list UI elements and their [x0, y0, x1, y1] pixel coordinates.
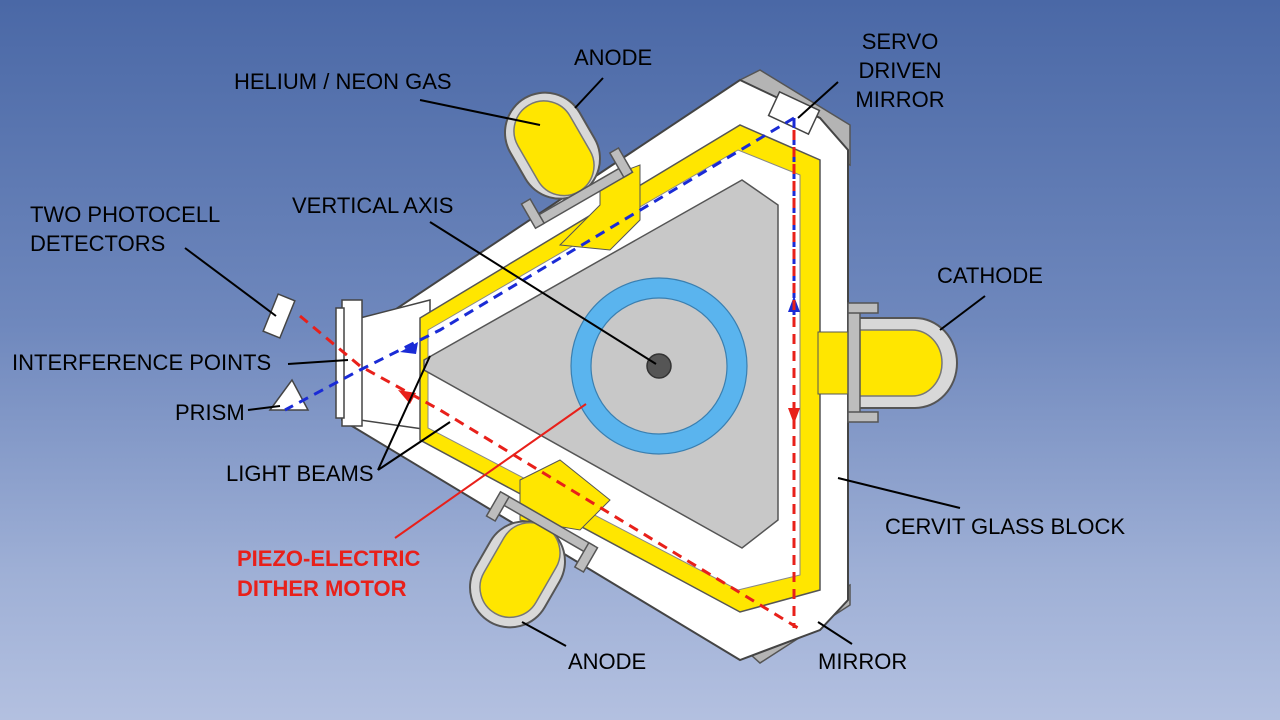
leader-interference: [287, 359, 349, 365]
label-anode-top: ANODE: [574, 45, 653, 70]
leader-servo: [797, 81, 839, 119]
dither-motor-ring: [571, 278, 747, 454]
label-two-photocell-line2: DETECTORS: [30, 231, 166, 256]
label-cervit-glass-block: CERVIT GLASS BLOCK: [885, 514, 1126, 539]
anode-bottom: [469, 490, 599, 629]
photocell-detector: [262, 293, 296, 339]
label-interference-points: INTERFERENCE POINTS: [12, 350, 272, 375]
label-cathode: CATHODE: [937, 263, 1043, 288]
leader-mirror: [817, 621, 853, 645]
leader-cervit: [837, 477, 961, 509]
leader-vertical-axis: [429, 221, 657, 365]
label-anode-bottom: ANODE: [568, 649, 647, 674]
interference-plate-cap: [335, 307, 345, 419]
anode-top: [504, 91, 634, 230]
label-prism: PRISM: [175, 400, 245, 425]
leader-cathode: [939, 295, 986, 331]
label-two-photocell-line1: TWO PHOTOCELL: [30, 202, 221, 227]
label-mirror: MIRROR: [818, 649, 908, 674]
dither-ring-outline-inner: [590, 297, 728, 435]
prism-shape: [268, 378, 310, 411]
interference-plate: [341, 299, 363, 427]
leader-lines: [184, 77, 986, 647]
label-servo-line2: DRIVEN: [858, 58, 942, 83]
leader-prism: [247, 405, 281, 411]
label-light-beams: LIGHT BEAMS: [226, 461, 374, 486]
label-servo-line1: SERVO: [861, 29, 939, 54]
beam-blue-arrow-left: [400, 342, 418, 354]
leader-anode-bottom: [521, 621, 567, 647]
label-piezo-line2: DITHER MOTOR: [237, 576, 407, 601]
beam-red-arrow-left: [398, 390, 416, 404]
leader-light-beams-2: [377, 421, 451, 471]
light-beam-blue-diagonal: [284, 116, 795, 412]
label-vertical-axis: VERTICAL AXIS: [292, 193, 454, 218]
light-beam-red: [299, 314, 799, 630]
leader-helium: [419, 99, 541, 126]
leader-anode-top: [574, 77, 604, 109]
vertical-axis-hub: [646, 353, 672, 379]
label-helium-neon-gas: HELIUM / NEON GAS: [234, 69, 452, 94]
leader-piezo: [394, 403, 587, 539]
servo-mirror: [767, 90, 821, 136]
cathode: [847, 302, 958, 423]
label-piezo-line1: PIEZO-ELECTRIC: [237, 546, 421, 571]
dither-ring-outline-outer: [570, 277, 748, 455]
leader-light-beams-1: [377, 355, 431, 471]
beam-red-arrow-down: [788, 408, 800, 424]
label-servo-line3: MIRROR: [855, 87, 945, 112]
leader-photocell: [184, 247, 277, 317]
anode-top-tube: [558, 164, 641, 251]
